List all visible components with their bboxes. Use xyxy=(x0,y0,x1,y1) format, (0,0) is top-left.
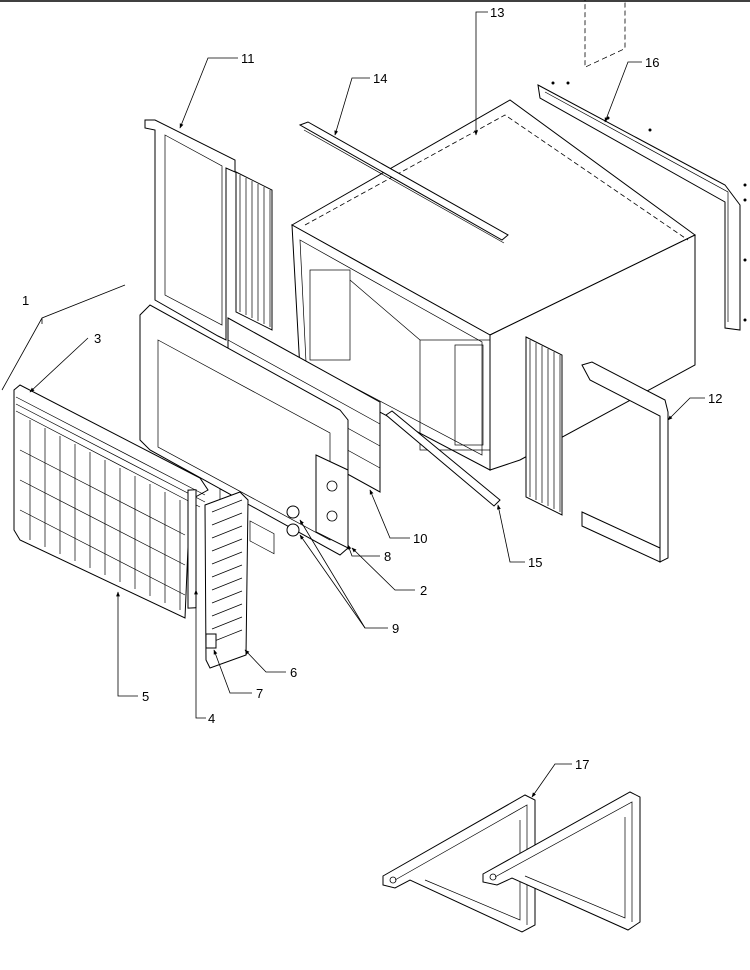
callout-6: 6 xyxy=(290,665,297,680)
callout-10: 10 xyxy=(413,531,427,546)
callout-17: 17 xyxy=(575,757,589,772)
part-13-cabinet xyxy=(290,0,696,471)
part-15-bottom-rail xyxy=(385,410,501,507)
callout-8: 8 xyxy=(384,549,391,564)
callout-labels: 1 2 3 4 5 6 7 8 9 10 11 12 13 14 15 16 1… xyxy=(22,5,722,772)
part-16-rear-panel xyxy=(537,81,747,331)
part-7-clip xyxy=(205,633,217,649)
part-14-top-rail xyxy=(298,121,509,244)
callout-9: 9 xyxy=(392,621,399,636)
callout-3: 3 xyxy=(94,331,101,346)
leader-lines xyxy=(1,11,705,798)
part-9-knobs xyxy=(286,505,300,537)
part-6-side-grille xyxy=(204,491,249,669)
callout-15: 15 xyxy=(528,555,542,570)
part-17-brackets xyxy=(382,791,641,933)
callout-16: 16 xyxy=(645,55,659,70)
callout-7: 7 xyxy=(256,686,263,701)
callout-14: 14 xyxy=(373,71,387,86)
part-11-left-curtain xyxy=(144,119,273,341)
part-5-front-grille xyxy=(13,384,209,619)
callout-2: 2 xyxy=(420,583,427,598)
callout-11: 11 xyxy=(241,51,255,66)
callout-12: 12 xyxy=(708,391,722,406)
callout-5: 5 xyxy=(142,689,149,704)
part-12-right-curtain xyxy=(525,336,669,563)
callout-1: 1 xyxy=(22,293,29,308)
callout-13: 13 xyxy=(490,5,504,20)
callout-4: 4 xyxy=(208,711,215,726)
